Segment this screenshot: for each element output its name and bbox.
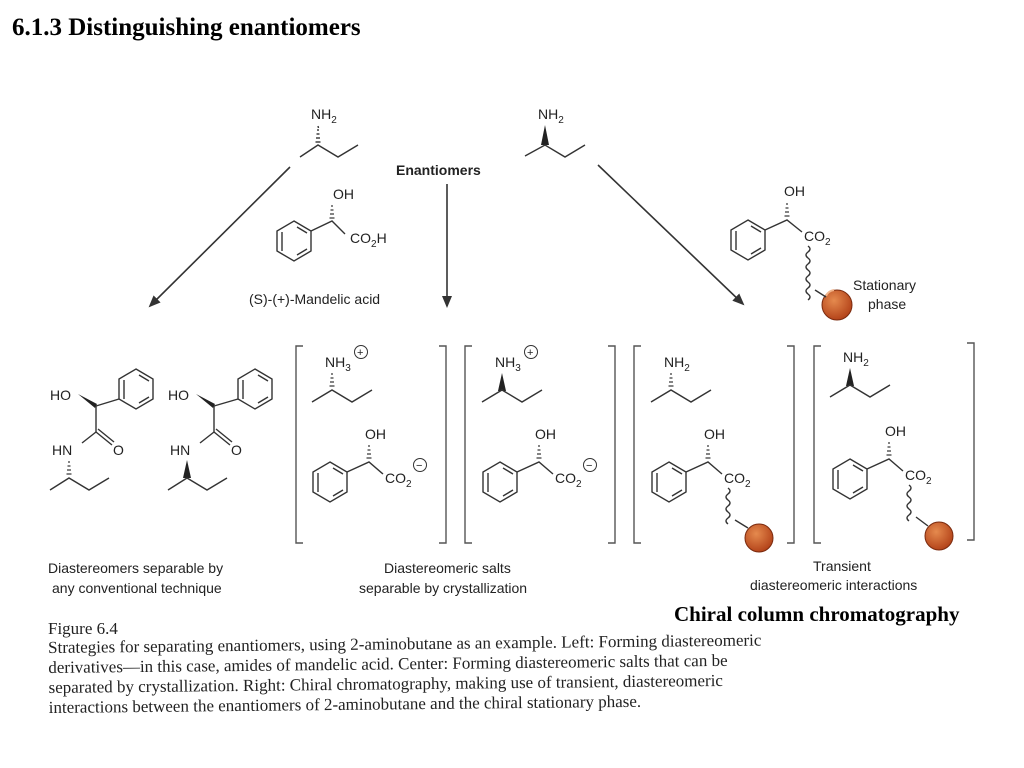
salt-bracket-2: NH3 + OH CO2 − (464, 345, 616, 544)
amide-diastereomer-2: HO O HN (167, 368, 273, 491)
left-caption-1: Diastereomers separable by (48, 560, 223, 576)
plus-charge: + (527, 347, 533, 359)
oh-label: OH (333, 186, 354, 202)
nh2-label: NH2 (311, 106, 337, 126)
co2-label: CO2 (555, 470, 582, 490)
oh-label: OH (704, 426, 725, 442)
figure-label: Figure 6.4 (48, 619, 118, 638)
arrow-left (148, 166, 291, 308)
center-caption-1: Diastereomeric salts (384, 560, 511, 576)
stationary-phase-bead (924, 521, 954, 551)
mandelic-acid-label: (S)-(+)-Mandelic acid (249, 291, 380, 307)
minus-charge: − (416, 460, 422, 472)
nh2-label: NH2 (538, 106, 564, 126)
nh3-label: NH3 (325, 354, 351, 374)
co2-label: CO2 (385, 470, 412, 490)
stationary-phase-bead (821, 289, 853, 321)
salt-bracket-1: NH3 + OH CO2 − (295, 345, 447, 544)
left-caption-2: any conventional technique (52, 580, 222, 596)
stationary-phase-label-1: Stationary (853, 277, 916, 293)
right-caption-2: diastereomeric interactions (750, 577, 917, 593)
mandelic-acid: OH CO2H (S)-(+)-Mandelic acid (249, 186, 387, 307)
stationary-phase-bead (744, 523, 774, 553)
hn-label: HN (52, 442, 72, 458)
nh3-label: NH3 (495, 354, 521, 374)
enantiomer-right: NH2 (524, 106, 586, 158)
oh-label: OH (365, 426, 386, 442)
oh-label: OH (784, 183, 805, 199)
enantiomer-left: NH2 (299, 106, 359, 158)
enantiomers-label: Enantiomers (396, 162, 481, 178)
co2-label: CO2 (905, 467, 932, 487)
co2-label: CO2 (724, 470, 751, 490)
plus-charge: + (357, 347, 363, 359)
o-label: O (231, 442, 242, 458)
oh-label: OH (885, 423, 906, 439)
chiral-stationary-phase: OH CO2 Stationary phase (730, 183, 916, 321)
nh2-label: NH2 (664, 354, 690, 374)
arrow-right (597, 164, 745, 306)
hn-label: HN (170, 442, 190, 458)
ho-label: HO (50, 387, 71, 403)
right-caption-1: Transient (813, 558, 871, 574)
amide-diastereomer-1: HO O HN (49, 368, 154, 491)
transient-complex-1: NH2 OH CO2 (633, 345, 795, 553)
transient-complex-2: NH2 OH CO2 (813, 342, 975, 551)
slide-title: 6.1.3 Distinguishing enantiomers (12, 14, 361, 41)
center-caption-2: separable by crystallization (359, 580, 527, 596)
o-label: O (113, 442, 124, 458)
co2-label: CO2 (804, 228, 831, 248)
minus-charge: − (586, 460, 592, 472)
chromatography-label: Chiral column chromatography (674, 602, 960, 626)
oh-label: OH (535, 426, 556, 442)
figure-caption: Strategies for separating enantiomers, u… (48, 629, 909, 718)
co2h-label: CO2H (350, 230, 387, 250)
ho-label: HO (168, 387, 189, 403)
nh2-label: NH2 (843, 349, 869, 369)
stationary-phase-label-2: phase (868, 296, 906, 312)
